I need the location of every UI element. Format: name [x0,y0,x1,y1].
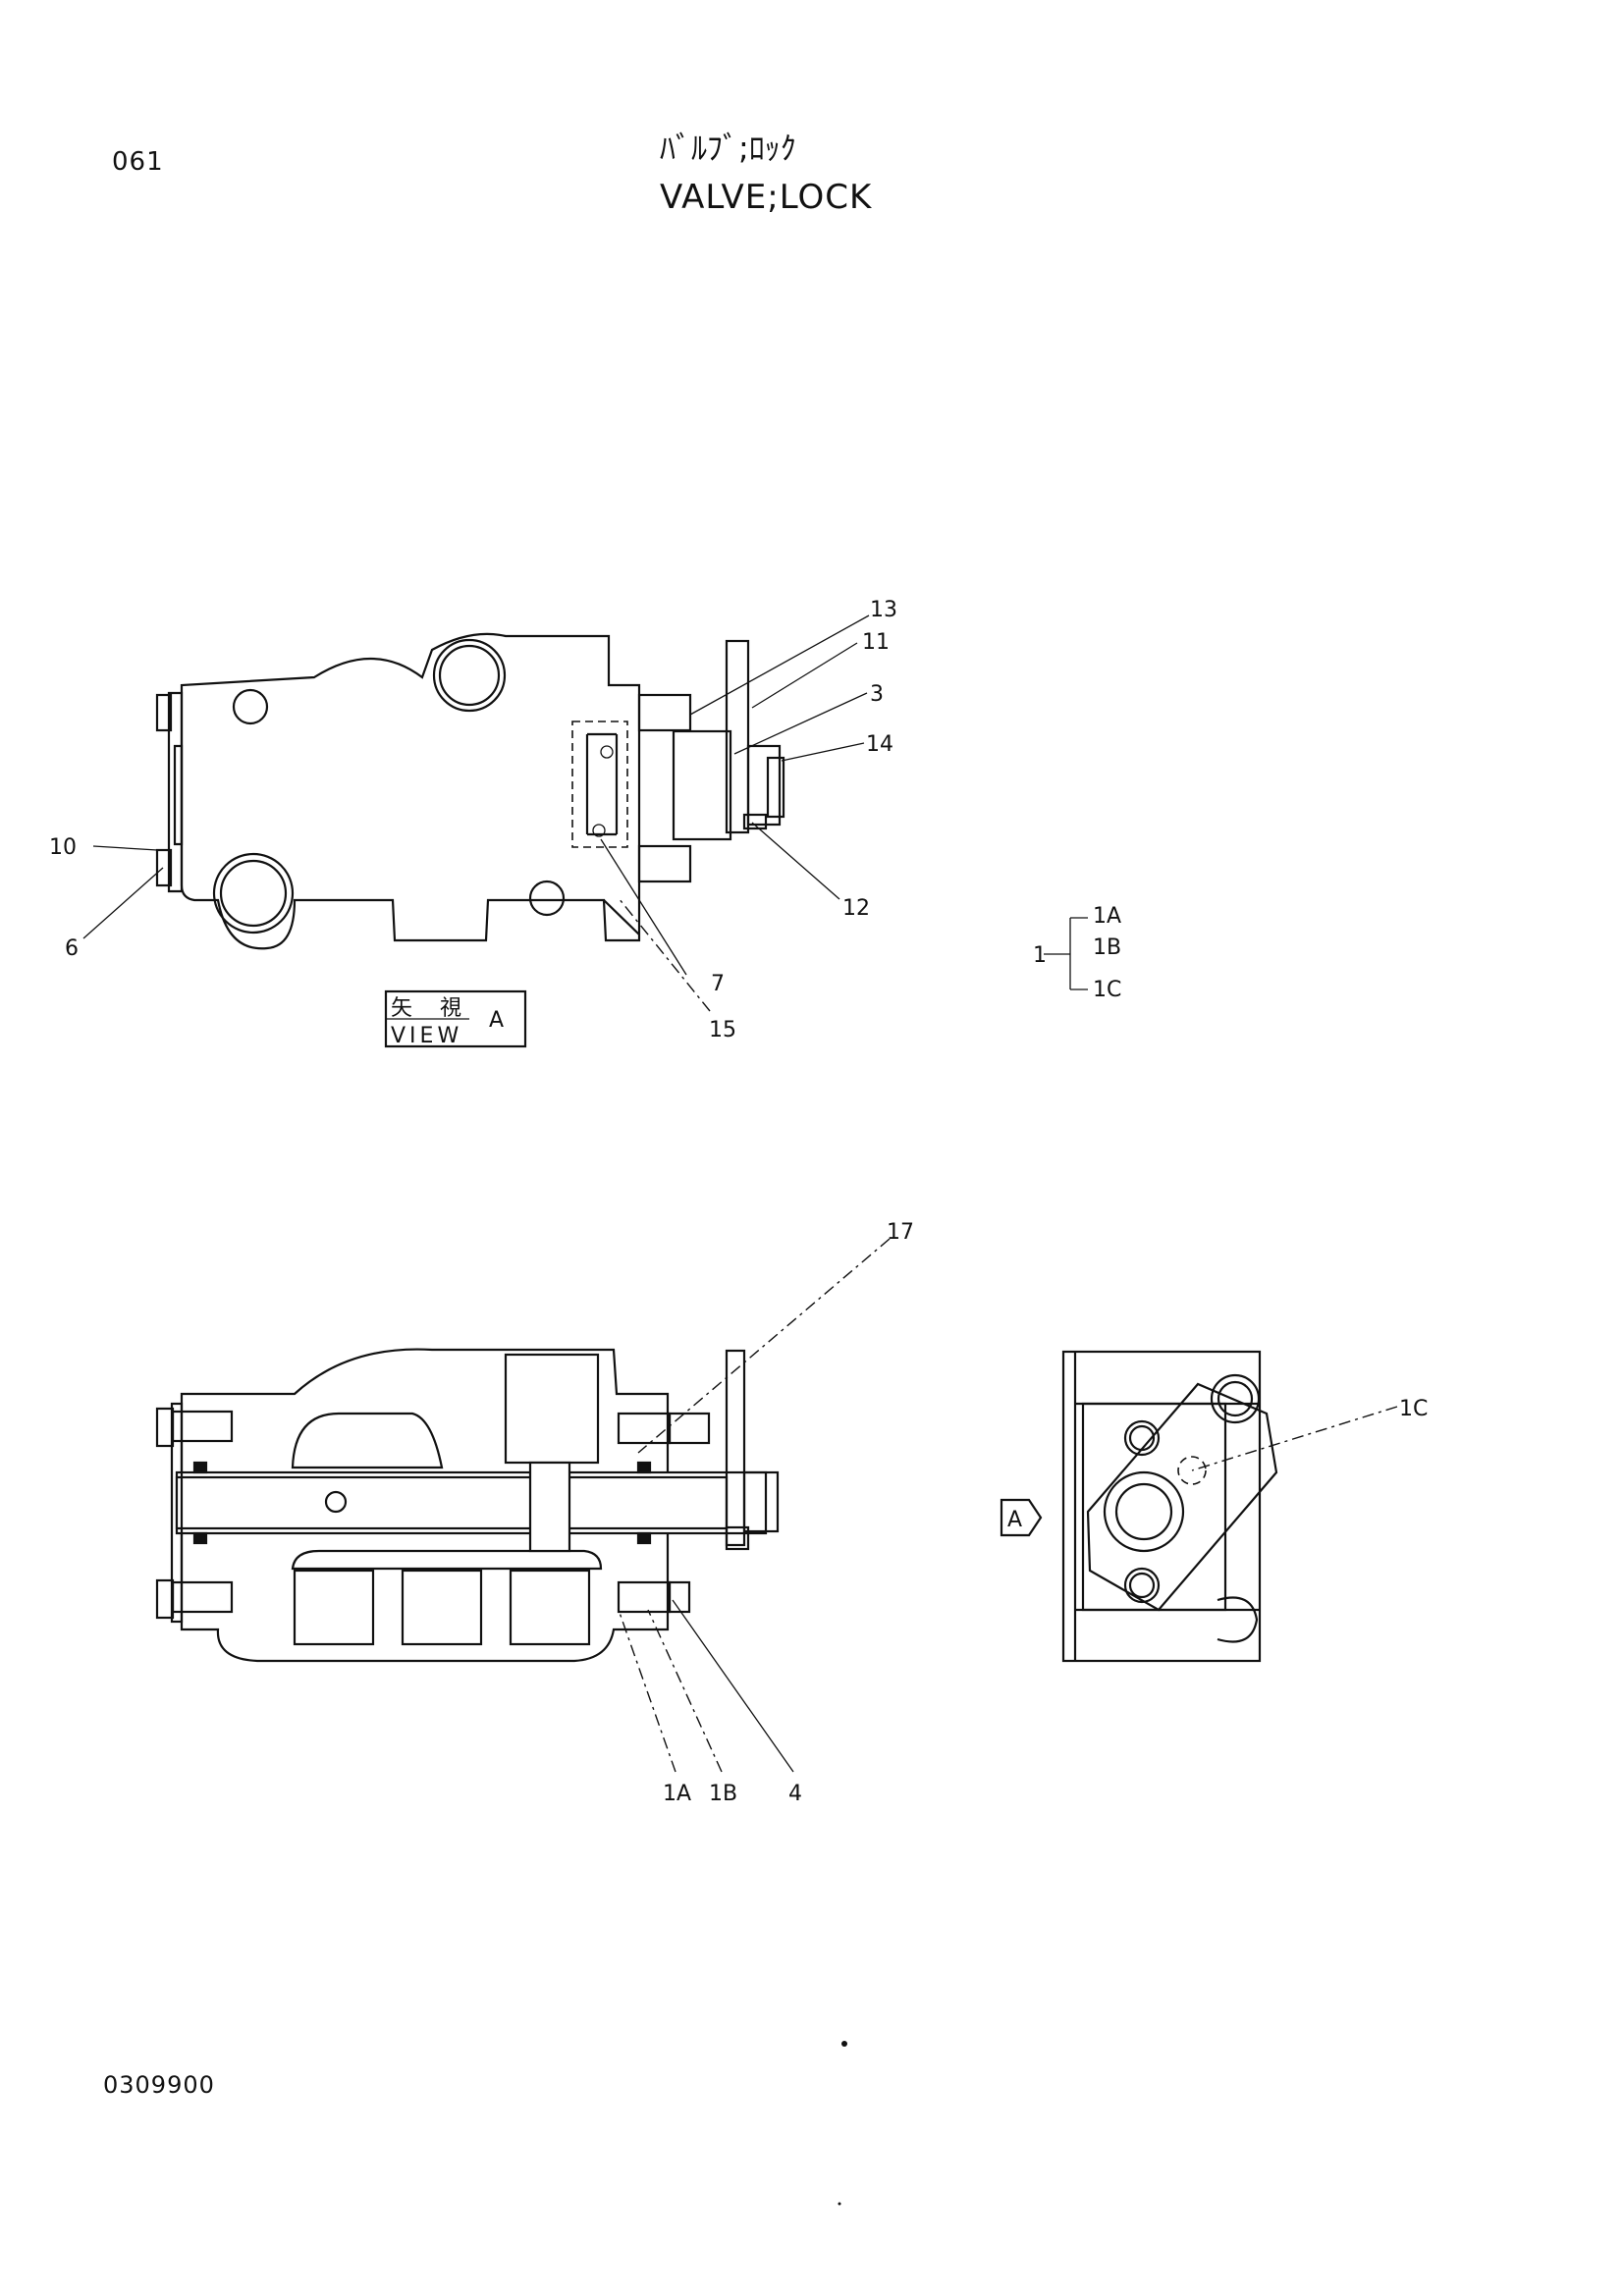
view-a-arrow: A [1000,1498,1043,1537]
leader-lines [82,614,1398,1773]
callout-1a: 1A [663,1782,691,1806]
tree-child-1b: 1B [1093,935,1121,960]
callout-6: 6 [65,936,79,961]
section-view-valve [155,1348,780,1663]
callout-12: 12 [842,896,870,921]
callout-1b: 1B [709,1782,737,1806]
end-view-valve [1061,1350,1278,1663]
view-a-label: 矢 視 A VIEW [384,989,527,1048]
top-view-valve [155,632,785,950]
callout-13: 13 [870,598,897,622]
callout-17: 17 [887,1220,914,1245]
speck [838,2202,841,2206]
title-english: VALVE;LOCK [660,178,873,217]
callout-15: 15 [709,1018,736,1042]
callout-1c: 1C [1399,1397,1428,1421]
callout-7: 7 [711,972,725,996]
tree-child-1a: 1A [1093,904,1121,929]
speck [841,2041,847,2047]
view-a-arrow-label: A [1007,1508,1022,1532]
tree-parent: 1 [1033,943,1047,968]
callout-3: 3 [870,682,884,707]
view-label-jp-b: 視 [440,996,461,1021]
page-number: 061 [112,147,164,177]
title-japanese: ﾊﾞﾙﾌﾞ;ﾛｯｸ [660,130,796,167]
callout-14: 14 [866,732,893,757]
view-label-en: VIEW [391,1024,462,1048]
tree-child-1c: 1C [1093,978,1121,1002]
callout-4: 4 [788,1782,802,1806]
view-label-jp-a: 矢 [391,996,412,1021]
view-label-letter: A [489,1008,504,1033]
callout-11: 11 [862,630,890,655]
document-code: 0309900 [103,2071,215,2099]
callout-10: 10 [49,835,77,860]
callout-labels: 13 11 3 14 12 10 6 7 15 17 1A 1B 4 1C 1 … [49,598,1428,1806]
